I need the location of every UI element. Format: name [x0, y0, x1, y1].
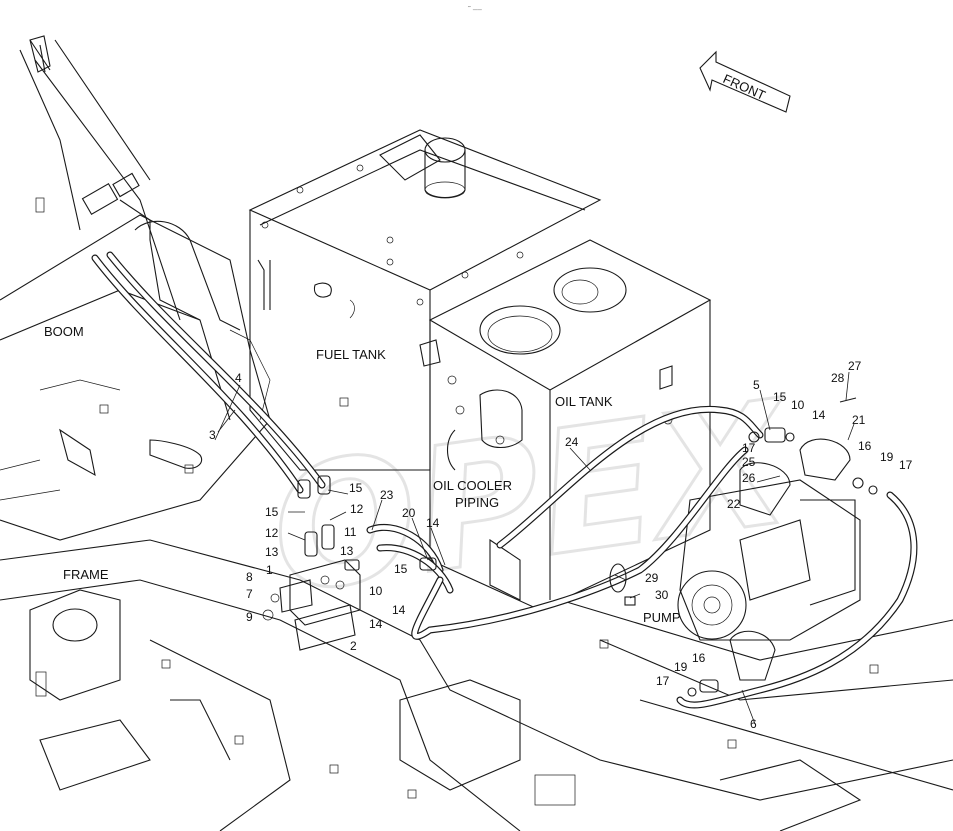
callout-12: 12: [350, 502, 364, 516]
callout-4: 4: [235, 371, 242, 385]
callout-8: 8: [246, 570, 253, 584]
callout-16: 16: [692, 651, 706, 665]
callout-11: 11: [344, 525, 357, 539]
frame-label: FRAME: [63, 567, 109, 582]
callout-29: 29: [645, 571, 659, 585]
watermark: OPEX: [260, 364, 807, 633]
piping-label: PIPING: [455, 495, 499, 510]
front-direction-arrow: FRONT: [699, 50, 791, 113]
callout-15: 15: [265, 505, 279, 519]
callout-14: 14: [392, 603, 406, 617]
callout-23: 23: [380, 488, 394, 502]
header-mark: ˜ ––: [467, 5, 482, 14]
fuel-tank-label: FUEL TANK: [316, 347, 386, 362]
frame-structure: [0, 397, 953, 831]
callout-7: 7: [246, 587, 253, 601]
callout-1: 1: [266, 563, 273, 577]
callout-27: 27: [848, 359, 862, 373]
callout-24: 24: [565, 435, 579, 449]
callout-30: 30: [655, 588, 669, 602]
pump-assembly: [677, 438, 861, 681]
callout-numbers: 4 3 15 15 12 12 13 13 11 23 20 14 1 8 7 …: [209, 359, 913, 731]
callout-leaders: [214, 371, 855, 725]
callout-2: 2: [350, 639, 357, 653]
hose-lines: [91, 251, 918, 709]
callout-17: 17: [742, 441, 756, 455]
callout-17: 17: [656, 674, 670, 688]
callout-10: 10: [791, 398, 805, 412]
oil-cooler-label: OIL COOLER: [433, 478, 512, 493]
oil-tank-label: OIL TANK: [555, 394, 613, 409]
callout-3: 3: [209, 428, 216, 442]
callout-14: 14: [812, 408, 826, 422]
callout-21: 21: [852, 413, 866, 427]
callout-19: 19: [674, 660, 688, 674]
front-label: FRONT: [721, 71, 768, 103]
callout-20: 20: [402, 506, 416, 520]
callout-13: 13: [265, 545, 279, 559]
pump-label: PUMP: [643, 610, 681, 625]
boom-label: BOOM: [44, 324, 84, 339]
callout-14: 14: [426, 516, 440, 530]
callout-14: 14: [369, 617, 383, 631]
callout-25: 25: [742, 455, 756, 469]
callout-10: 10: [369, 584, 383, 598]
callout-15: 15: [349, 481, 363, 495]
fittings: [297, 397, 878, 697]
callout-6: 6: [750, 717, 757, 731]
callout-22: 22: [727, 497, 741, 511]
callout-16: 16: [858, 439, 872, 453]
callout-5: 5: [753, 378, 760, 392]
callout-13: 13: [340, 544, 354, 558]
callout-19: 19: [880, 450, 894, 464]
callout-12: 12: [265, 526, 279, 540]
boom-structure: [0, 35, 271, 541]
callout-26: 26: [742, 471, 756, 485]
callout-15: 15: [394, 562, 408, 576]
callout-9: 9: [246, 610, 253, 624]
fuel-tank: [248, 129, 602, 471]
callout-15: 15: [773, 390, 787, 404]
control-valve-block: [262, 524, 361, 651]
callout-28: 28: [831, 371, 845, 385]
callout-17: 17: [899, 458, 913, 472]
